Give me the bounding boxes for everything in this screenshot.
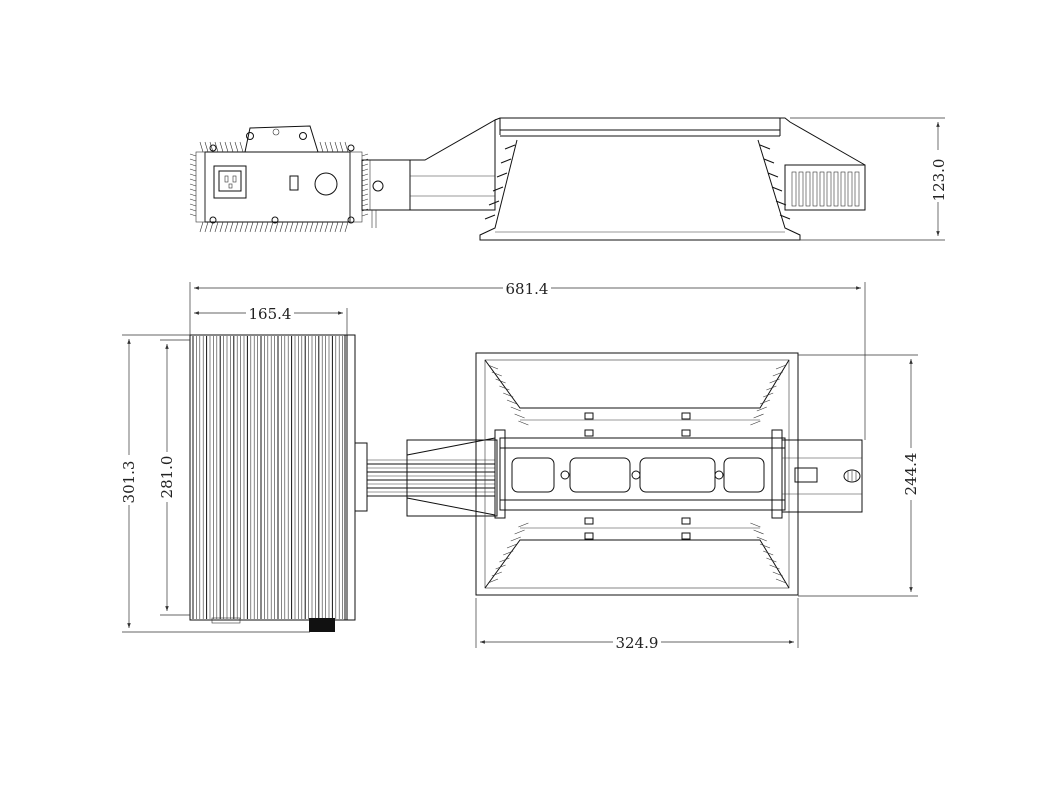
top-arm	[354, 437, 498, 517]
side-ballast	[189, 125, 369, 233]
side-view	[189, 117, 866, 241]
dimension-labels: 123.0 681.4 165.4 301.3 281.0 244.4 324.…	[119, 150, 948, 652]
dim-ballast-width-outer: 301.3	[120, 461, 138, 504]
top-reflector	[475, 352, 863, 596]
dim-height-side: 123.0	[930, 159, 948, 202]
dim-overall-length: 681.4	[506, 280, 549, 298]
dim-ballast-width-inner: 281.0	[158, 456, 176, 499]
ballast-heatsink	[189, 334, 356, 632]
dim-ballast-length: 165.4	[249, 305, 292, 323]
power-socket-icon	[213, 165, 247, 199]
side-arm	[361, 119, 496, 228]
dim-reflector-length: 324.9	[616, 634, 659, 652]
side-reflector	[479, 117, 866, 241]
top-view	[189, 334, 863, 632]
dim-reflector-width: 244.4	[902, 453, 920, 496]
